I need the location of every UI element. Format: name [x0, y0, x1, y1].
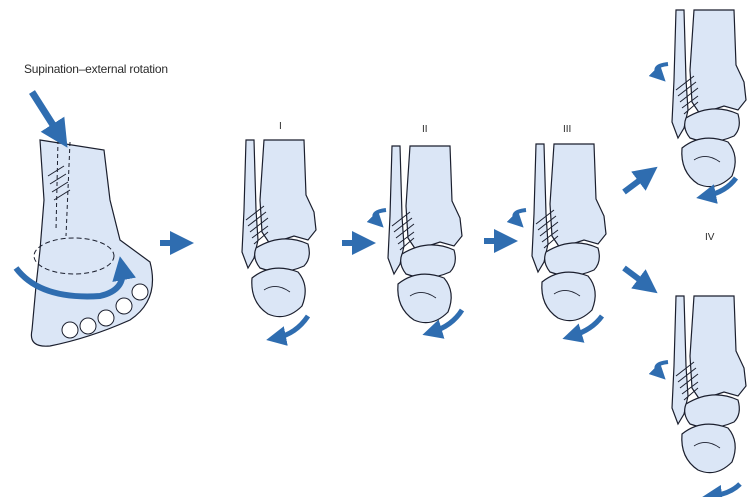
ankle-stage-2	[388, 146, 462, 323]
flow-arrow-4b	[624, 268, 648, 286]
ankle-stage-4a	[672, 10, 746, 187]
foot-illustration	[16, 140, 153, 346]
flow-arrow-4a	[624, 174, 648, 192]
force-arrow	[32, 92, 60, 136]
ankle-stage-1	[242, 140, 316, 317]
ankle-stage-4b	[672, 296, 746, 473]
ankle-stage-3	[532, 144, 606, 321]
